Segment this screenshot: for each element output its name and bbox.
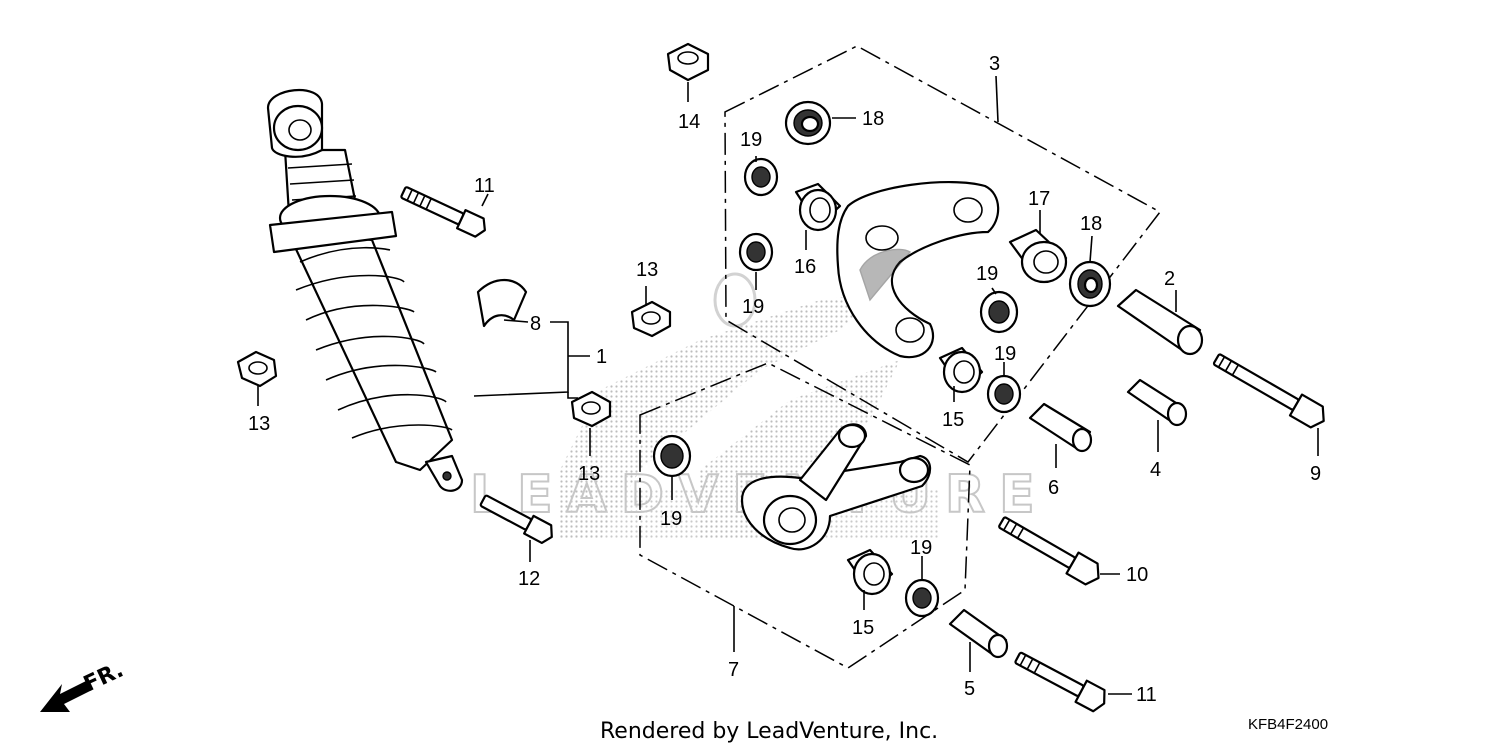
callout-12: 12: [518, 568, 540, 590]
callout-7: 7: [728, 659, 739, 681]
callout-19-b: 19: [742, 296, 764, 318]
callout-15-upper: 15: [942, 409, 964, 431]
callout-13-left: 13: [248, 413, 270, 435]
bearing-19-d: [986, 374, 1022, 414]
callout-13-lower: 13: [578, 463, 600, 485]
callout-18-right: 18: [1080, 213, 1102, 235]
bushing-16: [794, 182, 842, 232]
bearing-19-a: [743, 157, 779, 197]
collar-5: [948, 608, 1009, 659]
callout-19-f: 19: [910, 537, 932, 559]
bolt-11-lower: [1014, 651, 1106, 713]
arrow-icon: [40, 680, 92, 712]
direction-label: FR.: [80, 658, 127, 698]
callout-19-a: 19: [740, 129, 762, 151]
callout-19-e: 19: [660, 508, 682, 530]
bushing-17: [1008, 228, 1068, 284]
shock-absorber: [266, 89, 464, 492]
collar-4: [1126, 378, 1188, 427]
nut-13-lower: [570, 390, 612, 428]
callout-11-upper: 11: [474, 175, 495, 197]
assembly-outline-3: [724, 45, 1162, 463]
assembly-outline-7: [639, 362, 971, 669]
oil-seal-18-right: [1068, 260, 1112, 308]
connecting-rod-7: [740, 423, 932, 551]
bolt-10: [998, 516, 1100, 586]
callout-3: 3: [989, 53, 1000, 75]
callout-9: 9: [1310, 463, 1321, 485]
cushion-arm-3: [836, 181, 1000, 359]
callout-17: 17: [1028, 188, 1050, 210]
diagram-code: KFB4F2400: [1248, 716, 1328, 733]
render-credit: Rendered by LeadVenture, Inc.: [600, 719, 938, 744]
bearing-19-b: [738, 232, 774, 272]
collar-6: [1028, 402, 1093, 453]
callout-15-lower: 15: [852, 617, 874, 639]
bushing-15-lower: [846, 548, 894, 596]
callout-19-d: 19: [994, 343, 1016, 365]
nut-13-middle: [630, 300, 672, 338]
callouts: 3 18 14 19 11 17 18 2 16 13 19 19 8 1 19…: [248, 53, 1321, 706]
callout-6: 6: [1048, 477, 1059, 499]
bushing-15-upper: [938, 346, 984, 394]
leader-lines: [257, 75, 1319, 695]
callout-4: 4: [1150, 459, 1161, 481]
callout-11-lower: 11: [1136, 684, 1157, 706]
collar-2: [1116, 288, 1204, 356]
callout-16: 16: [794, 256, 816, 278]
callout-19-c: 19: [976, 263, 998, 285]
bolt-11-upper: [400, 186, 486, 238]
bush-8: [476, 278, 528, 328]
bearing-19-f: [904, 578, 940, 618]
bearing-19-e: [652, 434, 692, 478]
callout-1: 1: [596, 346, 607, 368]
nut-14: [666, 42, 710, 82]
callout-2: 2: [1164, 268, 1175, 290]
front-direction-arrow: FR.: [40, 658, 127, 712]
callout-13-middle: 13: [636, 259, 658, 281]
callout-8: 8: [530, 313, 541, 335]
bearing-19-c: [979, 290, 1019, 334]
callout-18-upper: 18: [862, 108, 884, 130]
callout-5: 5: [964, 678, 975, 700]
nut-13-left: [236, 350, 278, 388]
oil-seal-18-upper: [784, 100, 832, 146]
callout-10: 10: [1126, 564, 1148, 586]
bolt-12: [479, 494, 553, 545]
callout-14: 14: [678, 111, 700, 133]
bolt-9: [1212, 353, 1325, 429]
